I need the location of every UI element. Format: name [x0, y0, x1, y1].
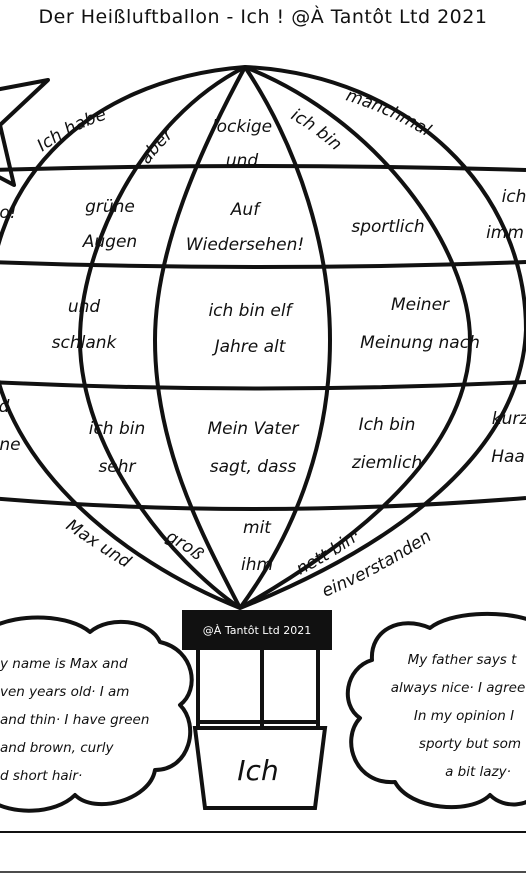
cell-word: sportlich [351, 217, 424, 237]
speech-cloud-left: y name is Max and ven years old· I am an… [0, 615, 194, 813]
cloud-line: and brown, curly [0, 740, 115, 756]
cell-word: ich bin [89, 419, 146, 439]
cloud-line: y name is Max and [0, 656, 128, 672]
cloud-line: sporty but som [419, 736, 521, 752]
cell-word: ich [502, 187, 526, 207]
cell-word: schlank [52, 333, 118, 353]
cell-word: ne [0, 435, 21, 455]
cell-word: Jahre alt [212, 337, 287, 357]
cloud-line: a bit lazy· [445, 764, 511, 780]
cell-word: o! [0, 203, 17, 223]
balloon-envelope [0, 64, 526, 611]
cell-word: Meinung nach [360, 333, 480, 353]
cell-words: lockige und o! grüne Augen Auf Wiederseh… [0, 117, 526, 575]
cell-word: grüne [85, 197, 135, 217]
cell-word: Ich bin [359, 415, 416, 435]
cloud-line: In my opinion I [414, 708, 514, 724]
cell-word: Meiner [391, 295, 450, 315]
cloud-line: d short hair· [0, 768, 82, 784]
cell-word: Wiedersehen! [186, 235, 304, 255]
cell-word: und [68, 297, 101, 317]
cell-word: ich bin elf [208, 301, 294, 321]
cloud-line: always nice· I agree [391, 680, 526, 696]
cell-word: ihm [241, 555, 273, 575]
pennant-flag [0, 78, 50, 187]
cloud-line: ven years old· I am [0, 684, 129, 700]
page-title: Der Heißluftballon - Ich ! @À Tantôt Ltd… [38, 6, 488, 28]
cell-word: ziemlich [351, 453, 422, 473]
cloud-line: and thin· I have green [0, 712, 149, 728]
cell-word: und [226, 151, 259, 171]
basket-banner: @À Tantôt Ltd 2021 [203, 624, 311, 637]
cell-word: kurz [492, 409, 526, 429]
cell-word: Mein Vater [207, 419, 299, 439]
basket-label: Ich [237, 754, 278, 787]
balloon-basket: @À Tantôt Ltd 2021 Ich [182, 610, 332, 810]
cell-word: mit [243, 518, 272, 538]
cell-word: d [0, 397, 10, 417]
cell-word: imm [486, 223, 524, 243]
speech-cloud-right: My father says t always nice· I agree In… [345, 611, 526, 809]
cell-word: Augen [82, 232, 137, 252]
cell-word: Haa [491, 447, 525, 467]
cell-word: sehr [98, 457, 136, 477]
cell-word: sagt, dass [210, 457, 297, 477]
cloud-line: My father says t [408, 652, 518, 668]
cell-word: Auf [230, 200, 262, 220]
cell-word: lockige [212, 117, 272, 137]
